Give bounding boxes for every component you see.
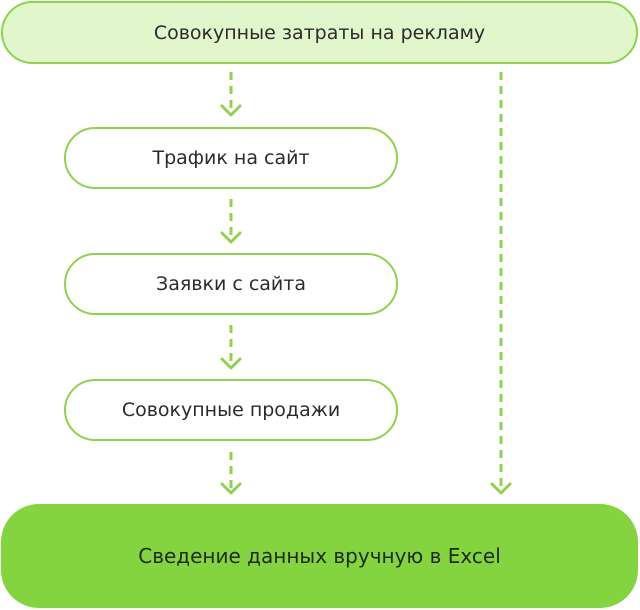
arrow-sales-to-bottom [220,452,242,495]
node-label: Заявки с сайта [156,273,306,295]
node-label: Совокупные затраты на рекламу [153,21,486,44]
arrow-top-to-traffic [220,72,242,117]
node-site-leads: Заявки с сайта [64,253,398,315]
arrow-traffic-to-leads [220,199,242,244]
node-label: Трафик на сайт [152,147,310,169]
node-manual-excel-merge: Сведение данных вручную в Excel [1,504,638,608]
node-total-sales: Совокупные продажи [64,379,398,441]
arrow-top-to-bottom [490,72,512,495]
node-label: Совокупные продажи [121,399,341,421]
arrow-leads-to-sales [220,325,242,370]
node-label: Сведение данных вручную в Excel [138,544,501,568]
node-site-traffic: Трафик на сайт [64,127,398,189]
node-total-ad-spend: Совокупные затраты на рекламу [1,1,638,64]
